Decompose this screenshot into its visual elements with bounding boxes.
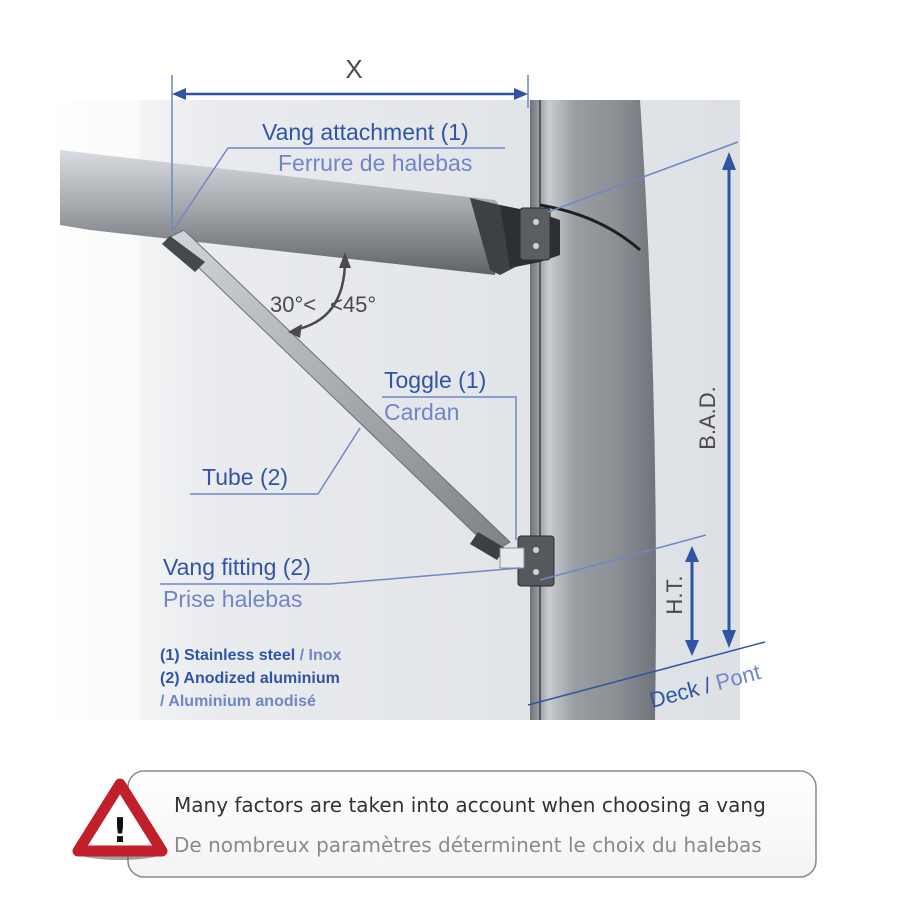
- legend-line-1-en: (1) Stainless steel: [160, 647, 295, 664]
- angle-indicator: 30°< <45°: [270, 252, 376, 338]
- vang-tube: [162, 229, 511, 560]
- mast: [530, 100, 656, 720]
- x-dimension: X: [171, 54, 529, 230]
- materials-legend: (1) Stainless steel / Inox (2) Anodized …: [160, 647, 342, 710]
- legend-line-1-fr: / Inox: [295, 647, 341, 664]
- warning-text-fr: De nombreux paramètres déterminent le ch…: [174, 833, 762, 857]
- legend-line-3: / Aluminium anodisé: [160, 693, 316, 710]
- deck-line: Deck / Pont: [527, 641, 766, 713]
- gooseneck-fitting: [519, 207, 551, 261]
- vang-attachment-label-fr: Ferrure de halebas: [278, 150, 472, 176]
- vang-fitting-label-en: Vang fitting (2): [163, 554, 311, 580]
- ht-dimension: H.T.: [539, 534, 707, 656]
- svg-text:!: !: [112, 811, 128, 851]
- bad-dimension-label: B.A.D.: [695, 386, 720, 450]
- vang-fitting-callout: Vang fitting (2) Prise halebas: [160, 554, 521, 612]
- x-dimension-label: X: [345, 54, 362, 84]
- vang-fitting-label-fr: Prise halebas: [163, 586, 302, 612]
- vang-attachment-callout: Vang attachment (1) Ferrure de halebas: [171, 119, 505, 233]
- warning-note: ! Many factors are taken into account wh…: [72, 770, 817, 878]
- toggle-callout: Toggle (1) Cardan: [382, 367, 517, 540]
- warning-text-en: Many factors are taken into account when…: [174, 793, 766, 817]
- legend-line-2: (2) Anodized aluminium: [160, 670, 340, 687]
- toggle-label-en: Toggle (1): [384, 367, 486, 393]
- vang-fitting-hardware: [499, 535, 555, 587]
- warning-box: [127, 770, 817, 878]
- tube-callout: Tube (2): [190, 427, 361, 495]
- legend-line-1: (1) Stainless steel / Inox: [160, 647, 342, 664]
- vang-attachment-label-en: Vang attachment (1): [262, 119, 469, 145]
- bad-dimension: B.A.D.: [547, 141, 739, 648]
- toggle-label-fr: Cardan: [384, 399, 459, 425]
- deck-label: Deck / Pont: [647, 659, 763, 713]
- tube-label-en: Tube (2): [202, 464, 288, 490]
- warning-triangle-icon: !: [72, 778, 168, 860]
- angle-label-low: 30°<: [270, 292, 316, 317]
- angle-label-high: <45°: [330, 292, 376, 317]
- ht-dimension-label: H.T.: [662, 575, 687, 614]
